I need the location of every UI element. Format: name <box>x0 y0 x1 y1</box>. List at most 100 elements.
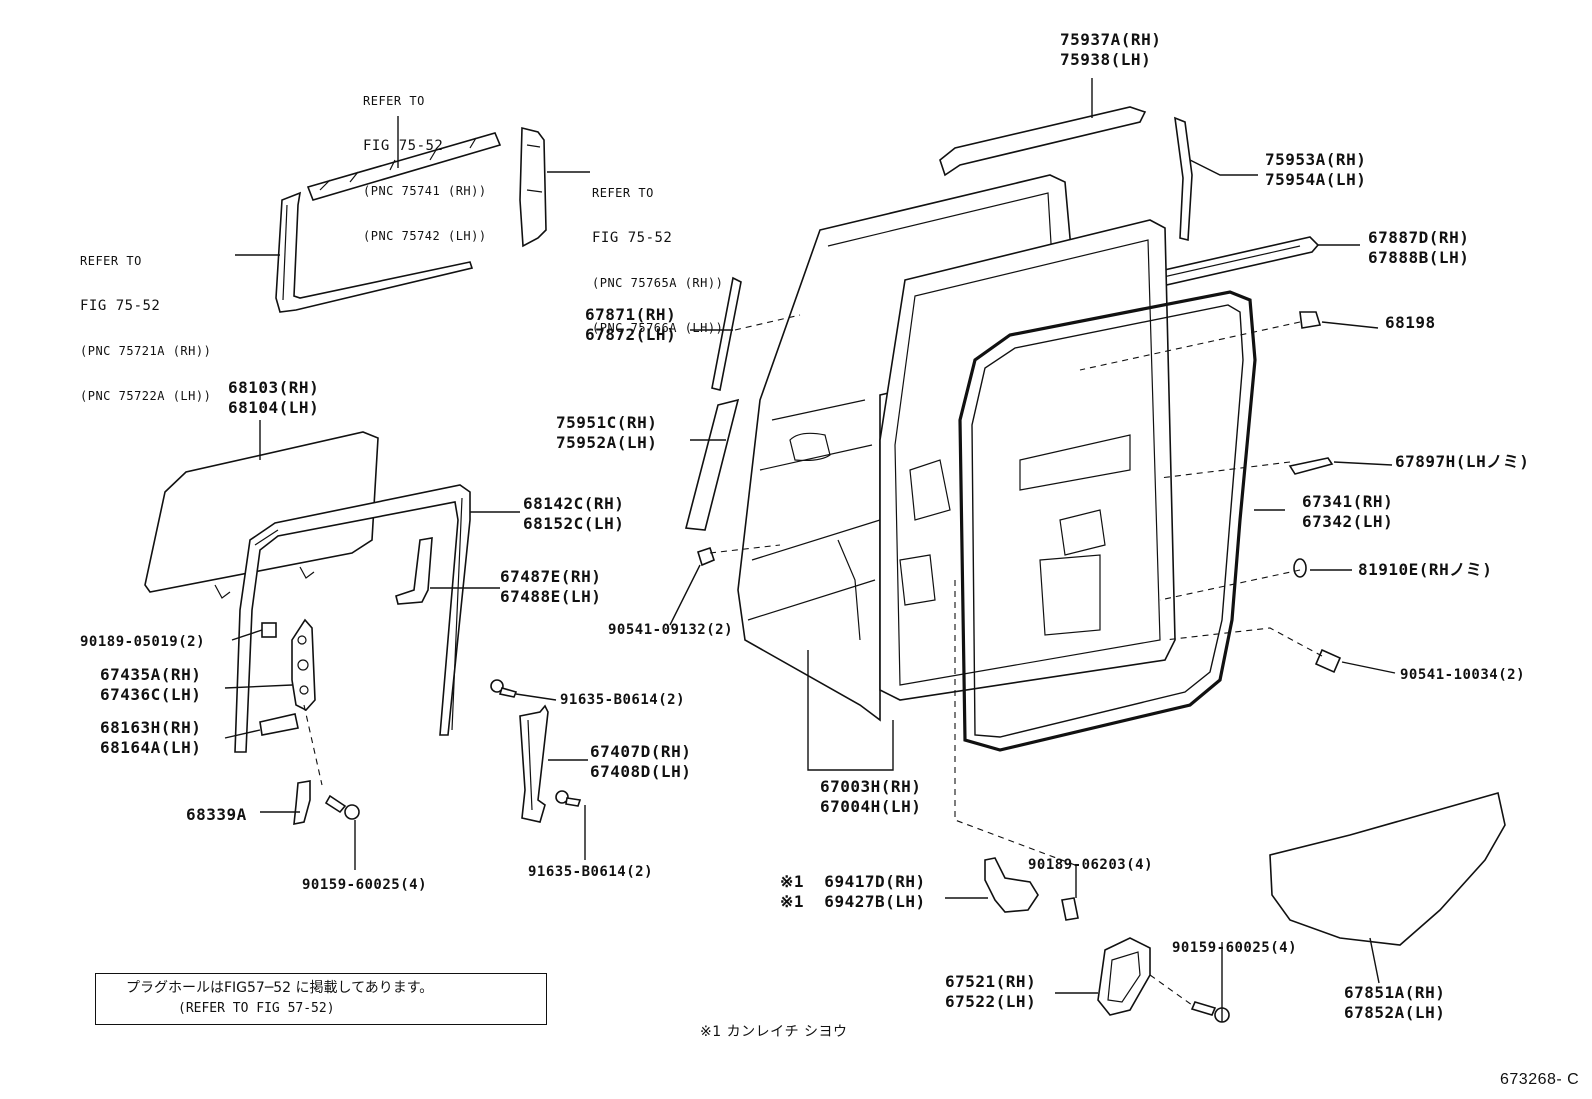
leader-lines <box>224 78 1396 1022</box>
ref-line: (PNC 75742 (LH)) <box>363 229 487 243</box>
strip-67871-part <box>711 276 742 391</box>
part-label-75937[interactable]: 75937A(RH)75938(LH) <box>1060 30 1161 70</box>
bolt-right-part <box>1190 1001 1230 1023</box>
part-label-67851[interactable]: 67851A(RH)67852A(LH) <box>1344 983 1445 1023</box>
note-line-japanese: プラグホールはFIG57─52 に掲載してあります。 <box>126 980 434 996</box>
dashed-leaders <box>303 314 1323 1006</box>
part-label-90159-right[interactable]: 90159-60025(4) <box>1172 938 1297 958</box>
bracket-68163-part <box>259 713 299 736</box>
label-line: ※1 69427B(LH) <box>780 892 926 911</box>
label-line: 68198 <box>1385 313 1436 332</box>
label-line: 67488E(LH) <box>500 587 602 606</box>
part-label-68142[interactable]: 68142C(RH)68152C(LH) <box>523 494 624 534</box>
window-regulator-part <box>291 618 316 711</box>
label-line: 67487E(RH) <box>500 567 602 586</box>
plug-hole-note-box: プラグホールはFIG57─52 に掲載してあります。 (REFER TO FIG… <box>95 973 547 1025</box>
label-line: 67435A(RH) <box>100 665 202 684</box>
label-line: 68103(RH) <box>228 378 320 397</box>
part-label-90159-left[interactable]: 90159-60025(4) <box>302 875 427 895</box>
label-line: 68339A <box>186 805 247 824</box>
part-label-90541-right[interactable]: 90541-10034(2) <box>1400 665 1525 685</box>
ref-line: FIG 75-52 <box>592 230 673 246</box>
ref-75741: REFER TO FIG 75-52 (PNC 75741 (RH)) (PNC… <box>363 64 487 259</box>
rear-channel-part <box>519 704 549 823</box>
label-line: 90159-60025(4) <box>1172 940 1298 956</box>
part-label-68163[interactable]: 68163H(RH)68164A(LH) <box>100 718 201 758</box>
label-line: 90541-10034(2) <box>1400 667 1526 683</box>
door-weatherstrip-part <box>958 290 1257 752</box>
label-line: 75954A(LH) <box>1265 170 1367 189</box>
ref-line: FIG 75-52 <box>363 138 444 154</box>
label-line: 67871(RH) <box>585 305 677 324</box>
clip-90189-part <box>261 622 277 638</box>
part-label-90189-lower[interactable]: 90189-06203(4) <box>1028 855 1153 875</box>
upper-strip-part <box>1174 116 1193 242</box>
part-label-81910[interactable]: 81910E(RHノミ) <box>1358 560 1492 580</box>
part-label-67521[interactable]: 67521(RH)67522(LH) <box>945 972 1036 1012</box>
part-label-69417[interactable]: ※1 69417D(RH)※1 69427B(LH) <box>780 872 926 912</box>
illustration-code: 673268- C <box>1500 1071 1580 1088</box>
part-label-90541-left[interactable]: 90541-09132(2) <box>608 620 733 640</box>
ref-line: (PNC 75766A (LH)) <box>592 321 724 335</box>
bolt-90541-left <box>697 546 715 567</box>
label-line: 67872(LH) <box>585 325 677 344</box>
label-line: 75951C(RH) <box>556 413 658 432</box>
label-line: 68152C(LH) <box>523 514 625 533</box>
ref-75765: REFER TO FIG 75-52 (PNC 75765A (RH)) (PN… <box>592 156 723 351</box>
bracket-68339-part <box>293 780 311 825</box>
label-line: 67004H(LH) <box>820 797 922 816</box>
part-label-68339[interactable]: 68339A <box>186 805 247 825</box>
ref-line: REFER TO <box>592 186 654 200</box>
channel-frame-part <box>275 191 474 313</box>
part-label-67897[interactable]: 67897H(LHノミ) <box>1395 452 1529 472</box>
ref-line: (PNC 75721A (RH)) <box>80 344 212 358</box>
label-line: 67852A(LH) <box>1344 1003 1446 1022</box>
part-label-75951[interactable]: 75951C(RH)75952A(LH) <box>556 413 657 453</box>
roof-trim-part <box>939 106 1147 177</box>
part-label-91635-upper[interactable]: 91635-B0614(2) <box>560 690 685 710</box>
part-label-67887[interactable]: 67887D(RH)67888B(LH) <box>1368 228 1469 268</box>
label-line: ※1 69417D(RH) <box>780 872 926 891</box>
footnote: ※1 カンレイチ シヨウ <box>700 1024 848 1040</box>
door-weatherstrip-inner <box>971 304 1244 738</box>
garnish-75951-part <box>684 398 740 531</box>
inside-handle-part <box>1097 937 1151 1016</box>
label-line: 75952A(LH) <box>556 433 658 452</box>
part-label-90189-upper[interactable]: 90189-05019(2) <box>80 632 205 652</box>
label-line: 67521(RH) <box>945 972 1037 991</box>
part-label-67341[interactable]: 67341(RH)67342(LH) <box>1302 492 1393 532</box>
label-line: 75938(LH) <box>1060 50 1152 69</box>
bracket-67487-part <box>395 537 433 605</box>
label-line: 91635-B0614(2) <box>528 864 654 880</box>
part-label-67871[interactable]: 67871(RH)67872(LH) <box>585 305 676 345</box>
label-line: 67342(LH) <box>1302 512 1394 531</box>
label-line: 91635-B0614(2) <box>560 692 686 708</box>
ref-75721: REFER TO FIG 75-52 (PNC 75721A (RH)) (PN… <box>80 224 211 419</box>
label-line: 67888B(LH) <box>1368 248 1470 267</box>
door-inner-frame-part <box>879 219 1176 701</box>
hinge-bracket-part <box>984 857 1039 913</box>
part-label-67435[interactable]: 67435A(RH)67436C(LH) <box>100 665 201 705</box>
part-label-67407[interactable]: 67407D(RH)67408D(LH) <box>590 742 691 782</box>
part-label-91635-lower[interactable]: 91635-B0614(2) <box>528 862 653 882</box>
part-label-67003[interactable]: 67003H(RH)67004H(LH) <box>820 777 921 817</box>
label-line: 67341(RH) <box>1302 492 1394 511</box>
label-line: 90159-60025(4) <box>302 877 428 893</box>
label-line: 68163H(RH) <box>100 718 202 737</box>
label-line: 67407D(RH) <box>590 742 692 761</box>
label-line: 67522(LH) <box>945 992 1037 1011</box>
note-line-reference: (REFER TO FIG 57-52) <box>178 1001 335 1016</box>
bolt-91635-lower <box>555 790 582 807</box>
ref-line: (PNC 75722A (LH)) <box>80 389 212 403</box>
part-label-68198[interactable]: 68198 <box>1385 313 1436 333</box>
part-label-68103[interactable]: 68103(RH)68104(LH) <box>228 378 319 418</box>
ref-line: REFER TO <box>363 94 425 108</box>
part-label-67487[interactable]: 67487E(RH)67488E(LH) <box>500 567 601 607</box>
label-line: 67003H(RH) <box>820 777 922 796</box>
part-label-75953[interactable]: 75953A(RH)75954A(LH) <box>1265 150 1366 190</box>
label-line: 67851A(RH) <box>1344 983 1446 1002</box>
bolt-90541-right <box>1314 648 1342 674</box>
bolt-left-part <box>324 794 360 820</box>
